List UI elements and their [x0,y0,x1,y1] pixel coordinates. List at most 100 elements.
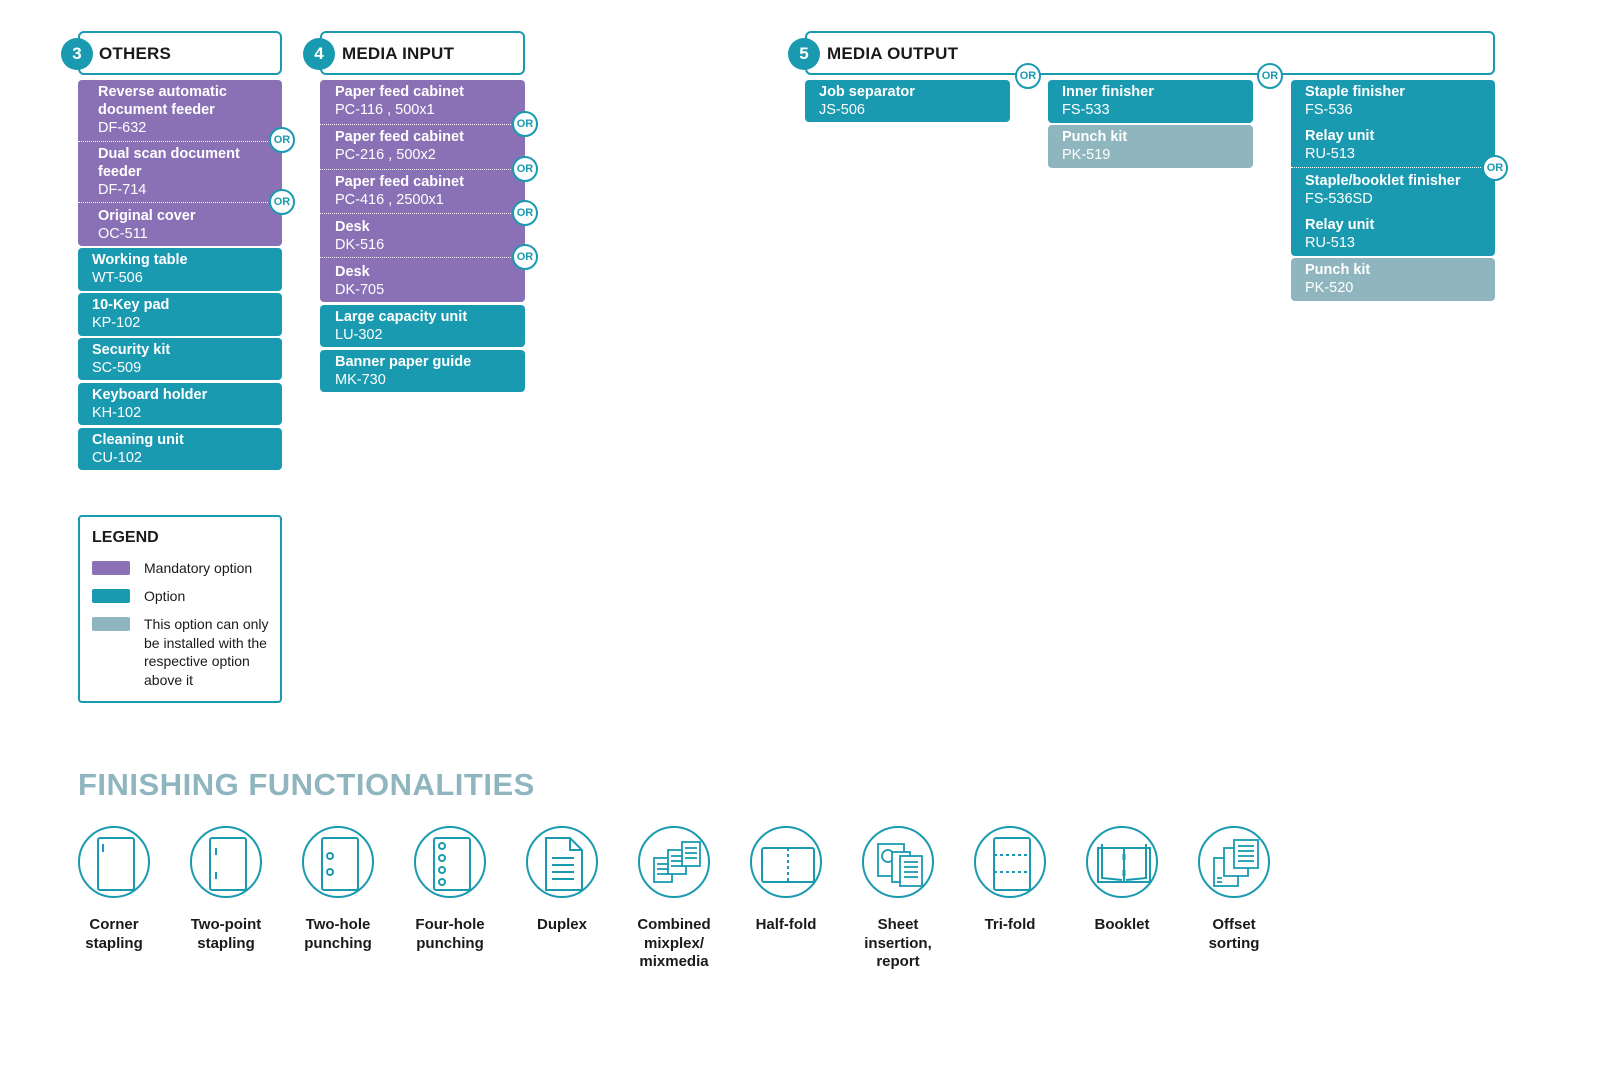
option-box[interactable]: Working table WT-506 [78,248,282,291]
item-code: PC-416 , 2500x1 [335,192,444,208]
media-output-title: MEDIA OUTPUT [827,44,959,63]
finishing-label: Half-fold [755,916,817,933]
dependent-option-box[interactable]: Punch kit PK-519 [1048,125,1253,168]
item-name: Staple finisher [1305,84,1405,100]
item-name: Paper feed cabinet [335,174,464,190]
finishing-label: Duplex [536,916,587,933]
option-box[interactable]: 10-Key pad KP-102 [78,293,282,336]
item-name: Keyboard holder [92,387,208,403]
item-code: RU-513 [1305,146,1355,162]
item-name: Relay unit [1305,128,1375,144]
or-badge: OR [269,127,295,153]
or-divider [320,257,525,258]
list-item: Paper feed cabinet PC-116 , 500x1 [335,83,464,119]
item-code: KP-102 [92,315,141,331]
item-code: PK-519 [1062,147,1111,163]
finisher-group[interactable]: Staple finisher FS-536 Relay unit RU-513… [1291,80,1495,256]
others-title: OTHERS [99,44,172,63]
list-item: Desk DK-516 [335,218,384,254]
media-input-mandatory-group[interactable]: Paper feed cabinet PC-116 , 500x1 Paper … [320,80,525,302]
half-fold-icon [750,826,822,898]
option-box[interactable]: Large capacity unit LU-302 [320,305,525,347]
list-item: Desk DK-705 [335,263,384,299]
item-code: LU-302 [335,327,383,343]
list-item: Large capacity unit LU-302 [335,308,467,344]
or-divider [78,202,282,203]
item-name: Staple/booklet finisher [1305,173,1461,189]
option-box[interactable]: Banner paper guide MK-730 [320,350,525,392]
item-code: SC-509 [92,360,142,376]
option-box[interactable]: Cleaning unit CU-102 [78,428,282,470]
list-item: Punch kit PK-519 [1062,128,1127,164]
or-badge: OR [512,200,538,226]
item-name: Original cover [98,208,196,224]
item-name: Working table [92,252,188,268]
finishing-label: Two-point stapling [190,916,262,952]
option-box[interactable]: Security kit SC-509 [78,338,282,380]
item-code: WT-506 [92,270,143,286]
item-code: RU-513 [1305,235,1355,251]
finishing-label: Offset sorting [1208,916,1260,952]
list-item: Original cover OC-511 [98,207,278,243]
legend-label: Option [144,588,186,604]
list-item: Relay unit RU-513 [1305,216,1374,252]
or-divider [1291,167,1495,168]
item-name: Paper feed cabinet [335,84,464,100]
list-item: Working table WT-506 [92,251,188,287]
media-input-title: MEDIA INPUT [342,44,455,63]
legend-swatch-option [92,589,130,603]
item-name: Job separator [819,84,915,100]
item-name: Punch kit [1062,129,1128,145]
item-name: Reverse automatic document feeder [98,84,227,118]
finishing-label: Corner stapling [85,916,143,952]
item-name: Cleaning unit [92,432,184,448]
or-badge: OR [1257,63,1283,89]
option-box[interactable]: Job separator JS-506 [805,80,1010,122]
list-item: Paper feed cabinet PC-416 , 2500x1 [335,173,464,209]
media-input-number-badge: 4 [303,38,335,70]
legend-swatch-dependent [92,617,130,631]
item-name: Inner finisher [1062,84,1154,100]
mixplex-icon [638,826,710,898]
two-point-stapling-icon [190,826,262,898]
list-item: Punch kit PK-520 [1305,261,1370,297]
others-mandatory-group[interactable]: Reverse automatic document feeder DF-632… [78,80,282,246]
item-code: PK-520 [1305,280,1354,296]
item-code: KH-102 [92,405,142,421]
or-badge: OR [1482,155,1508,181]
corner-stapling-icon [78,826,150,898]
item-code: FS-536 [1305,102,1353,118]
booklet-icon [1086,826,1158,898]
legend-label: This option can only be installed with t… [144,616,269,688]
item-code: DK-705 [335,282,385,298]
list-item: Reverse automatic document feeder DF-632 [98,83,278,137]
legend: LEGEND Mandatory option Option This opti… [78,515,282,703]
list-item: Cleaning unit CU-102 [92,431,184,467]
or-divider [320,169,525,170]
or-divider [78,141,282,142]
or-badge: OR [1015,63,1041,89]
list-item: 10-Key pad KP-102 [92,296,169,332]
or-divider [320,213,525,214]
item-code: CU-102 [92,450,142,466]
others-number-badge: 3 [61,38,93,70]
list-item: Inner finisher FS-533 [1062,83,1154,119]
finishing-title: FINISHING FUNCTIONALITIES [78,767,535,802]
item-code: DK-516 [335,237,385,253]
option-box[interactable]: Keyboard holder KH-102 [78,383,282,425]
item-code: FS-536SD [1305,191,1373,207]
list-item: Security kit SC-509 [92,341,170,377]
option-box[interactable]: Inner finisher FS-533 [1048,80,1253,123]
item-name: Paper feed cabinet [335,129,464,145]
finishing-label: Combined mixplex/ mixmedia [637,916,711,970]
list-item: Paper feed cabinet PC-216 , 500x2 [335,128,464,164]
item-code: FS-533 [1062,102,1110,118]
item-name: Punch kit [1305,262,1371,278]
media-input-header [320,31,525,75]
finishing-label: Two-hole punching [304,916,372,952]
list-item: Relay unit RU-513 [1305,127,1374,163]
finishing-label: Sheet insertion, report [864,916,932,970]
item-name: Security kit [92,342,171,358]
finishing-label: Tri-fold [984,916,1036,933]
dependent-option-box[interactable]: Punch kit PK-520 [1291,258,1495,301]
